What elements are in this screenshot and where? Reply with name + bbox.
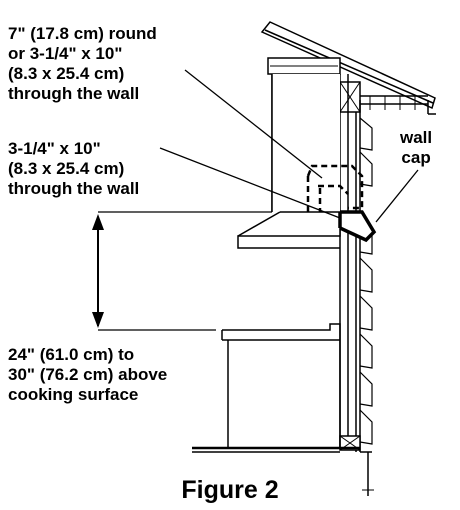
callout-line: (8.3 x 25.4 cm) [8, 159, 125, 178]
callout-line: 3-1/4" x 10" [8, 139, 101, 158]
leader-lines [159, 69, 419, 223]
callout-line: or 3-1/4" x 10" [8, 44, 123, 63]
callout-line: cap [401, 148, 431, 167]
callout-line: through the wall [8, 179, 140, 198]
height-dimension [92, 211, 272, 331]
callout-line: 30" (76.2 cm) above [8, 365, 168, 384]
exterior-wall [339, 74, 374, 496]
callout-line: cooking surface [8, 385, 139, 404]
vent-size-callout: 7" (17.8 cm) round or 3-1/4" x 10" (8.3 … [8, 24, 157, 104]
callout-line: (8.3 x 25.4 cm) [8, 64, 125, 83]
wall-cap-label: wall cap [400, 128, 432, 168]
callout-line: wall [400, 128, 433, 147]
callout-line: 24" (61.0 cm) to [8, 345, 135, 364]
base-cabinet [192, 323, 360, 453]
through-wall-callout: 3-1/4" x 10" (8.3 x 25.4 cm) through the… [8, 139, 139, 199]
figure-caption: Figure 2 [181, 476, 279, 504]
mounting-height-callout: 24" (61.0 cm) to 30" (76.2 cm) above coo… [8, 345, 167, 405]
range-hood [237, 74, 341, 249]
callout-line: 7" (17.8 cm) round [8, 24, 157, 43]
roof [260, 21, 436, 115]
callout-line: through the wall [8, 84, 140, 103]
